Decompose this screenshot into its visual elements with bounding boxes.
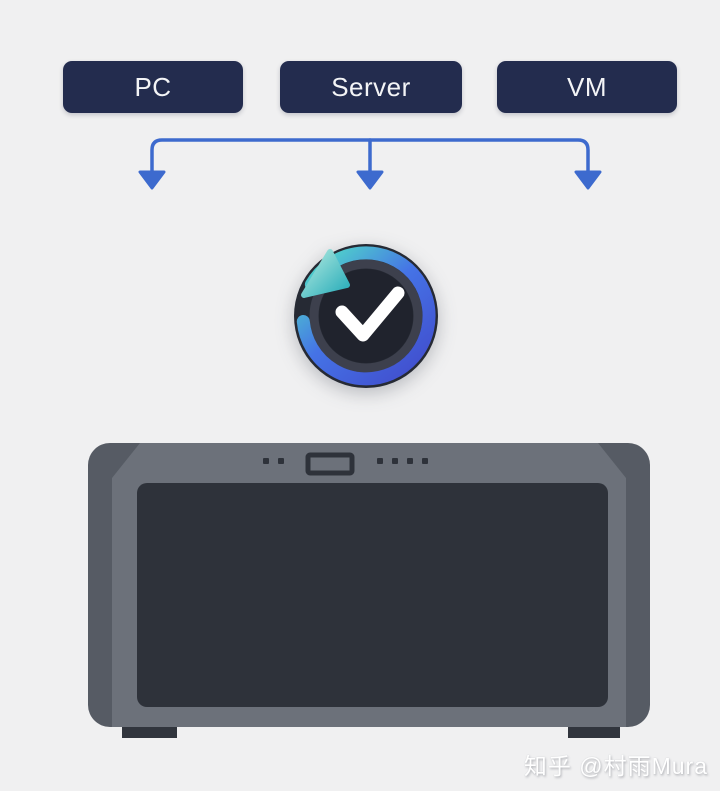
led-dot xyxy=(392,458,398,464)
led-dot xyxy=(422,458,428,464)
nas-lcd-panel xyxy=(305,452,355,476)
led-dot xyxy=(407,458,413,464)
source-node-server: Server xyxy=(280,61,462,113)
source-node-pc-label: PC xyxy=(134,71,172,102)
nas-drive-bay-panel xyxy=(137,483,608,707)
icon-center-disc xyxy=(319,269,413,363)
source-node-server-label: Server xyxy=(331,71,411,102)
source-node-vm-label: VM xyxy=(567,71,607,102)
led-dot xyxy=(263,458,269,464)
nas-device xyxy=(88,443,650,738)
active-backup-checkmark-icon xyxy=(294,244,438,388)
watermark: 知乎 @村雨Mura xyxy=(523,753,708,779)
nas-foot-left xyxy=(122,727,177,738)
arrowhead-icon-right xyxy=(574,170,602,190)
checkmark-icon xyxy=(335,286,405,342)
source-node-vm: VM xyxy=(497,61,677,113)
arrowhead-icon-left xyxy=(138,170,166,190)
nas-status-leds-left xyxy=(263,458,284,464)
led-dot xyxy=(278,458,284,464)
icon-inner-ring xyxy=(309,259,423,373)
circular-arrowhead-icon xyxy=(301,249,350,298)
arrowhead-icon-center xyxy=(356,170,384,190)
source-node-pc: PC xyxy=(63,61,243,113)
led-dot xyxy=(377,458,383,464)
fan-out-connector-arrows xyxy=(138,138,602,190)
nas-status-leds-right xyxy=(377,458,428,464)
circular-arrow-icon xyxy=(296,246,436,386)
nas-foot-right xyxy=(568,727,620,738)
